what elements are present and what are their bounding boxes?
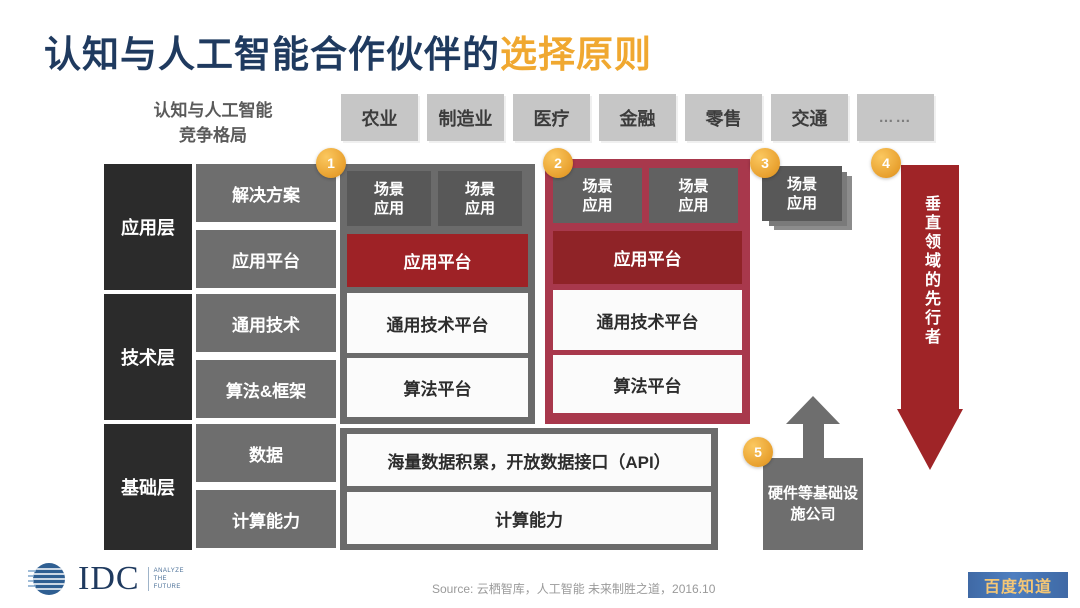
industry-chip: 零售: [685, 94, 762, 141]
scene-card-line2: 应用: [678, 196, 709, 214]
step-badge-3: 3: [750, 148, 780, 178]
step-badge-1: 1: [316, 148, 346, 178]
column-1-algo-platform: 算法平台: [347, 358, 528, 417]
scene-app-card: 场景 应用: [762, 166, 842, 221]
page-title-accent: 选择原则: [500, 34, 652, 75]
foundation-rows-container: 海量数据积累，开放数据接口（API） 计算能力: [340, 428, 718, 550]
column-2-tech-platform: 通用技术平台: [553, 290, 742, 350]
scene-app-card: 场景 应用: [553, 168, 642, 223]
layer-block-foundation: 基础层: [104, 424, 192, 550]
arrow-shaft: [901, 165, 959, 410]
industry-chip: 交通: [771, 94, 848, 141]
layer-block-application: 应用层: [104, 164, 192, 290]
scene-card-line2: 应用: [373, 199, 404, 217]
layer-sub-data: 数据: [196, 424, 336, 482]
column-2-stack: 场景 应用 场景 应用 应用平台 通用技术平台 算法平台: [545, 159, 750, 424]
diagram-caption-line2: 竞争格局: [179, 126, 247, 145]
idc-tagline-line1: ANALYZE: [153, 568, 184, 574]
vertical-pioneer-label: 垂直领域的先行者: [922, 195, 939, 347]
foundation-data-row: 海量数据积累，开放数据接口（API）: [347, 434, 711, 486]
idc-tagline-line2: THE: [153, 576, 168, 582]
arrow-shaft: [803, 418, 824, 460]
layer-sub-algorithm-framework: 算法&框架: [196, 360, 336, 418]
industry-chip: 制造业: [427, 94, 504, 141]
industry-chip: 金融: [599, 94, 676, 141]
scene-card-line1: 场景: [464, 180, 495, 198]
column-2-scene-row: 场景 应用 场景 应用: [553, 168, 738, 223]
source-note: Source: 云栖智库，人工智能 未来制胜之道，2016.10: [432, 582, 716, 596]
page-title-main: 认知与人工智能合作伙伴的: [44, 34, 500, 75]
industry-chip: 医疗: [513, 94, 590, 141]
scene-card-line2: 应用: [582, 196, 613, 214]
diagram-caption: 认知与人工智能 竞争格局: [118, 98, 308, 148]
column-2-algo-platform: 算法平台: [553, 355, 742, 413]
hardware-infrastructure-box: 硬件等基础设施公司: [763, 458, 863, 550]
column-1-tech-platform: 通用技术平台: [347, 293, 528, 353]
layer-sub-app-platform: 应用平台: [196, 230, 336, 288]
scene-card-line1: 场景: [582, 177, 613, 195]
scene-app-card: 场景 应用: [438, 171, 522, 226]
hardware-up-arrow: [786, 396, 840, 460]
foundation-compute-row: 计算能力: [347, 492, 711, 544]
arrow-head-down-icon: [897, 409, 963, 470]
column-1-app-platform: 应用平台: [347, 234, 528, 287]
step-badge-4: 4: [871, 148, 901, 178]
step-badge-2: 2: [543, 148, 573, 178]
column-1-stack: 场景 应用 场景 应用 应用平台 通用技术平台 算法平台: [340, 164, 535, 424]
layer-sub-solution: 解决方案: [196, 164, 336, 222]
industry-chip: 农业: [341, 94, 418, 141]
vertical-pioneer-arrow: 垂直领域的先行者: [897, 165, 963, 470]
globe-icon: [28, 563, 65, 595]
scene-card-line2: 应用: [464, 199, 495, 217]
idc-tagline-line3: FUTURE: [153, 584, 181, 590]
industry-chip-ellipsis: ……: [857, 94, 934, 141]
step-badge-5: 5: [743, 437, 773, 467]
column-1-scene-row: 场景 应用 场景 应用: [347, 171, 522, 226]
scene-app-card: 场景 应用: [649, 168, 738, 223]
idc-logo: IDC ANALYZE THE FUTURE: [28, 558, 184, 600]
scene-card-line1: 场景: [786, 175, 817, 193]
scene-card-line1: 场景: [373, 180, 404, 198]
idc-tagline: ANALYZE THE FUTURE: [147, 567, 184, 591]
industry-chip-row: 农业 制造业 医疗 金融 零售 交通 ……: [341, 94, 934, 141]
diagram-caption-line1: 认知与人工智能: [153, 101, 273, 120]
column-3-scene-stack: 场景 应用: [762, 166, 852, 230]
scene-card-line1: 场景: [678, 177, 709, 195]
scene-app-card: 场景 应用: [347, 171, 431, 226]
baidu-zhidao-watermark: 百度知道: [968, 572, 1068, 598]
scene-card-line2: 应用: [786, 194, 817, 212]
layer-sub-general-tech: 通用技术: [196, 294, 336, 352]
idc-wordmark: IDC: [78, 560, 140, 597]
layer-block-technology: 技术层: [104, 294, 192, 420]
column-2-app-platform: 应用平台: [553, 231, 742, 284]
page-title: 认知与人工智能合作伙伴的选择原则: [44, 24, 652, 78]
layer-sub-compute: 计算能力: [196, 490, 336, 548]
